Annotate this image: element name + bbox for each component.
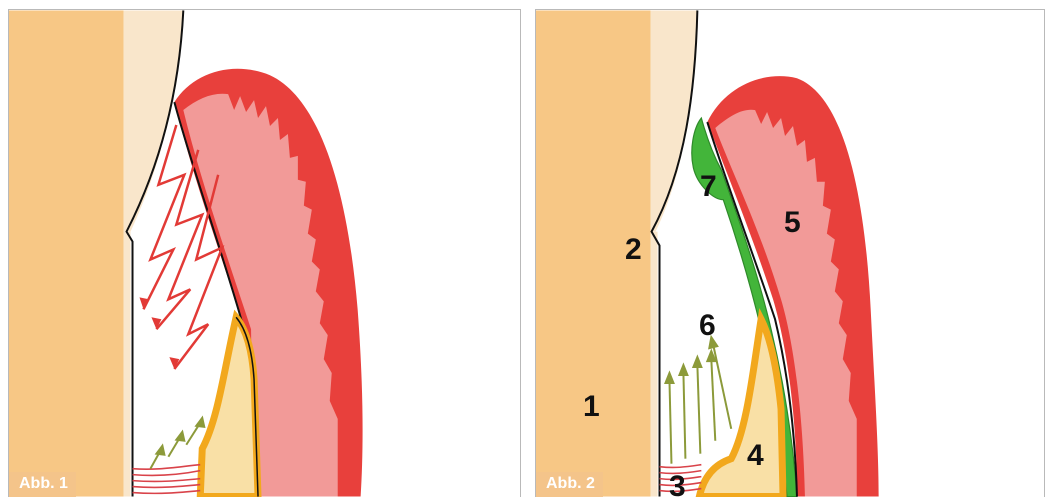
green-arrows — [150, 418, 204, 469]
label-5: 5 — [784, 208, 801, 238]
diagram-abb-2 — [536, 10, 1044, 497]
enamel-layer — [651, 10, 698, 231]
label-3: 3 — [669, 472, 686, 497]
label-7: 7 — [700, 172, 717, 202]
root-cementum — [124, 232, 131, 497]
label-2: 2 — [625, 235, 642, 265]
green-arrows — [665, 337, 731, 464]
diagram-abb-1 — [9, 10, 520, 497]
label-4: 4 — [747, 441, 764, 471]
figure-abb-1: Abb. 1 — [8, 9, 521, 497]
label-1: 1 — [583, 392, 600, 422]
label-6: 6 — [699, 311, 716, 341]
root-cementum — [651, 232, 658, 497]
figure-caption: Abb. 2 — [536, 472, 603, 497]
tooth-dentin — [9, 10, 124, 496]
figure-caption: Abb. 1 — [9, 472, 76, 497]
periodontal-fibers — [133, 465, 201, 494]
figure-abb-2: 1 2 3 4 5 6 7 Abb. 2 — [535, 9, 1045, 497]
